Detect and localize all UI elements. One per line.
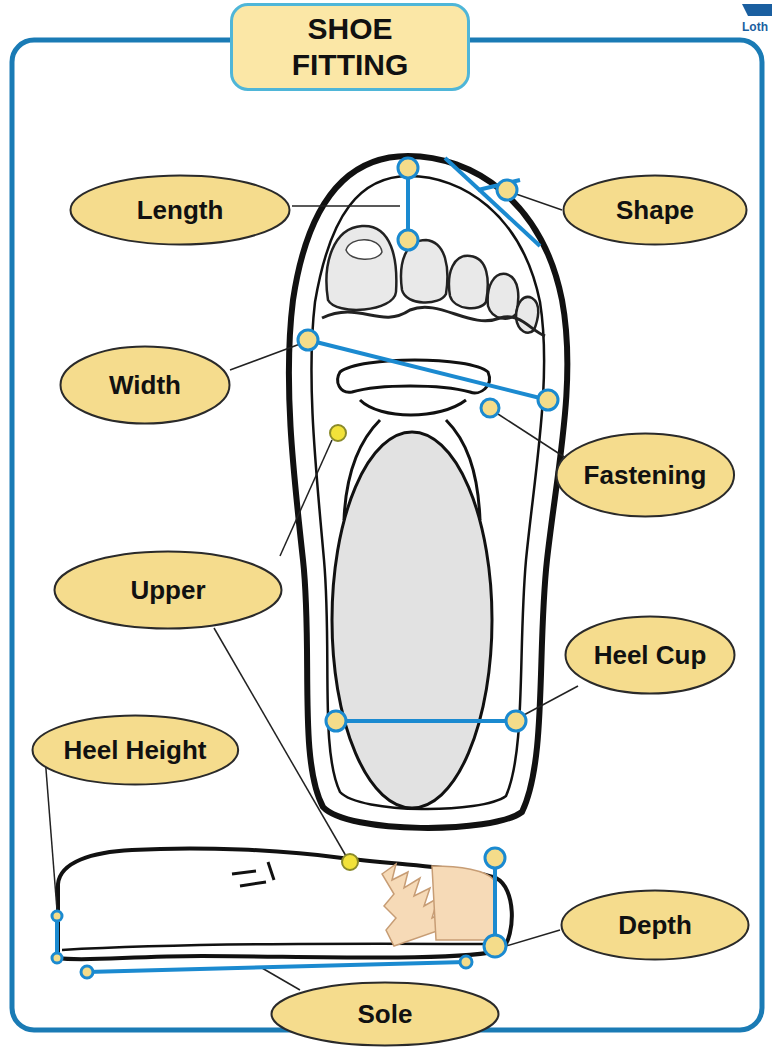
label-ellipse: Shape	[562, 174, 748, 246]
label-ellipse: Heel Height	[31, 714, 240, 786]
logo-text: Loth	[742, 20, 768, 34]
part-name: Shape	[616, 195, 694, 226]
logo-mark	[742, 4, 772, 16]
shoe-side-view	[58, 848, 512, 959]
label-ellipse: Depth	[560, 889, 750, 961]
label-ellipse: Sole	[270, 981, 500, 1047]
frame	[12, 40, 762, 1030]
part-name: Upper	[130, 575, 205, 606]
label-ellipse: Width	[59, 345, 231, 425]
part-name: Heel Height	[63, 735, 206, 766]
label-ellipse: Length	[69, 174, 291, 246]
part-name: Length	[137, 195, 224, 226]
part-name: Width	[109, 370, 181, 401]
measure-points	[52, 158, 558, 978]
label-ellipse: Fastening	[555, 432, 736, 518]
title-box: SHOE FITTING	[230, 3, 470, 91]
label-ellipse: Heel Cup	[564, 615, 736, 695]
upper-points	[330, 425, 358, 870]
part-name: Fastening	[584, 460, 707, 491]
part-name: Sole	[358, 999, 413, 1030]
part-name: Depth	[618, 910, 692, 941]
label-ellipse: Upper	[53, 550, 283, 630]
shoe-top-view	[289, 156, 568, 828]
leader-lines	[44, 194, 578, 990]
part-name: Heel Cup	[594, 640, 707, 671]
title: SHOE FITTING	[260, 11, 440, 83]
